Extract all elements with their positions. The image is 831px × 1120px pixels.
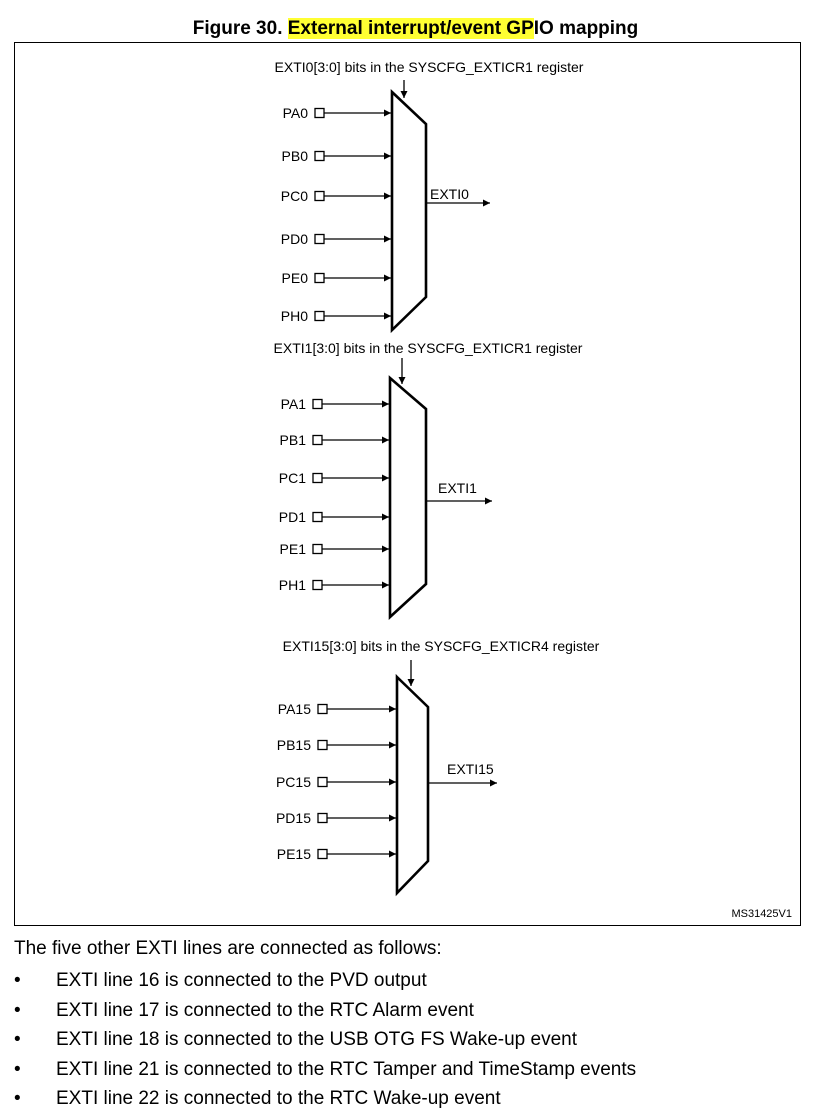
gpio-pin-label: PB1 [280,432,307,448]
gpio-pin-label: PA0 [283,105,309,121]
figure-frame [14,42,801,926]
gpio-pin-label: PE0 [282,270,309,286]
pin-square-icon [317,812,328,824]
mux-block-exti1: EXTI1[3:0] bits in the SYSCFG_EXTICR1 re… [274,340,583,620]
pin-square-icon [314,272,325,284]
pin-square-icon [314,107,325,119]
pin-square-icon [312,579,323,591]
mux-output-label: EXTI1 [438,480,477,496]
pin-square-icon [314,150,325,162]
pin-square-icon [314,233,325,245]
pin-square-icon [317,848,328,860]
figure-title-highlighted: External interrupt/event GP [287,18,534,39]
gpio-pin-label: PB15 [277,737,311,753]
gpio-pin-label: PE15 [277,846,311,862]
bullet-icon: • [14,1029,21,1050]
multiplexer-trapezoid [395,673,430,897]
pin-square-icon [312,472,323,484]
gpio-pin-label: PH1 [279,577,306,593]
bullet-icon: • [14,1088,21,1109]
gpio-pin-label: PC15 [276,774,311,790]
multiplexer-trapezoid [388,375,428,620]
figure-number: Figure 30. [192,18,283,39]
gpio-pin-label: PD0 [281,231,308,247]
mux-select-label: EXTI1[3:0] bits in the SYSCFG_EXTICR1 re… [274,340,583,356]
gpio-pin-label: PD15 [276,810,311,826]
gpio-pin-label: PB0 [282,148,309,164]
gpio-pin-label: PC1 [279,470,306,486]
figure-title-rest: IO mapping [533,18,639,39]
mux-block-exti0: EXTI0[3:0] bits in the SYSCFG_EXTICR1 re… [275,59,584,334]
exti-gpio-mapping-diagram: EXTI0[3:0] bits in the SYSCFG_EXTICR1 re… [274,59,792,920]
multiplexer-trapezoid [390,88,428,334]
pin-square-icon [312,511,323,523]
gpio-pin-label: PD1 [279,509,306,525]
pin-square-icon [317,703,328,715]
intro-text: The five other EXTI lines are connected … [14,938,442,959]
bullet-icon: • [14,1058,21,1080]
gpio-pin-label: PE1 [280,541,307,557]
pin-square-icon [317,739,328,751]
pin-square-icon [314,190,325,202]
pin-square-icon [317,776,328,788]
mux-select-label: EXTI0[3:0] bits in the SYSCFG_EXTICR1 re… [275,59,584,75]
bullet-icon: • [14,999,21,1021]
gpio-pin-label: PC0 [281,188,308,204]
pin-square-icon [312,398,323,410]
mux-output-label: EXTI15 [447,761,494,777]
pin-square-icon [312,434,323,446]
mux-block-exti15: EXTI15[3:0] bits in the SYSCFG_EXTICR4 r… [276,638,600,897]
figure-title: Figure 30. External interrupt/event GPIO… [0,16,831,42]
pin-square-icon [312,543,323,555]
figure-code: MS31425V1 [731,908,792,920]
bullet-icon: • [14,970,21,991]
pin-square-icon [314,310,325,322]
gpio-pin-label: PA1 [281,396,307,412]
gpio-pin-label: PH0 [281,308,308,324]
mux-select-label: EXTI15[3:0] bits in the SYSCFG_EXTICR4 r… [283,638,600,654]
gpio-pin-label: PA15 [278,701,311,717]
mux-output-label: EXTI0 [430,186,469,202]
